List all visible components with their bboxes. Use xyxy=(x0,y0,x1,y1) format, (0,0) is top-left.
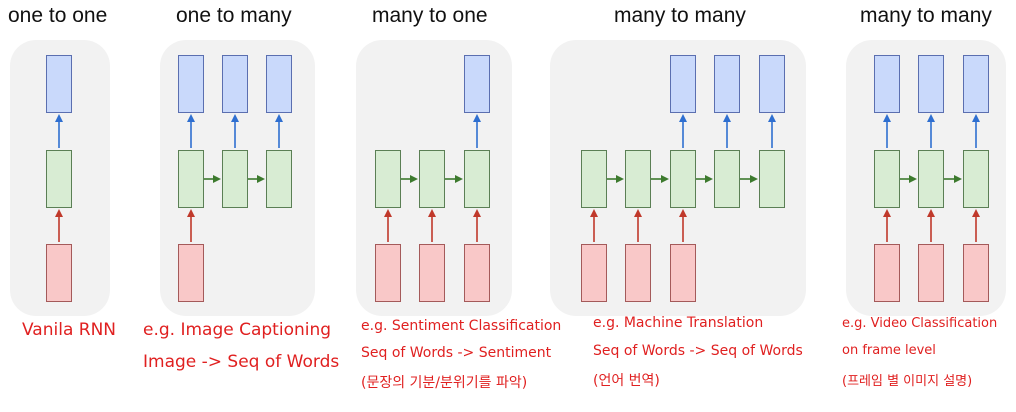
output-node xyxy=(874,55,900,113)
hidden-state-node xyxy=(714,150,740,208)
caption-many-to-one-line2: Seq of Words -> Sentiment xyxy=(361,345,552,361)
hidden-state-node xyxy=(178,150,204,208)
diagram-title-one-to-one: one to one xyxy=(8,4,108,27)
output-node xyxy=(759,55,785,113)
hidden-state-node xyxy=(963,150,989,208)
output-node xyxy=(222,55,248,113)
diagram-title-many-to-one: many to one xyxy=(372,4,488,27)
hidden-state-node xyxy=(464,150,490,208)
hidden-state-node xyxy=(222,150,248,208)
input-node xyxy=(874,244,900,302)
caption-one-to-one: Vanila RNN xyxy=(22,320,117,340)
output-node xyxy=(670,55,696,113)
input-node xyxy=(963,244,989,302)
hidden-state-node xyxy=(581,150,607,208)
caption-many-to-many-2-line1: e.g. Video Classification xyxy=(842,316,998,331)
hidden-state-node xyxy=(918,150,944,208)
input-node xyxy=(178,244,204,302)
diagram-title-many-to-many-1: many to many xyxy=(614,4,746,27)
output-node xyxy=(46,55,72,113)
caption-many-to-many-1-line2: Seq of Words -> Seq of Words xyxy=(593,343,803,359)
caption-many-to-one-line3: (문장의 기분/분위기를 파악) xyxy=(361,375,528,391)
input-node xyxy=(464,244,490,302)
hidden-state-node xyxy=(266,150,292,208)
hidden-state-node xyxy=(419,150,445,208)
output-node xyxy=(178,55,204,113)
hidden-state-node xyxy=(874,150,900,208)
input-node xyxy=(46,244,72,302)
hidden-state-node xyxy=(625,150,651,208)
input-node xyxy=(419,244,445,302)
input-node xyxy=(670,244,696,302)
caption-many-to-many-2-line2: on frame level xyxy=(842,343,936,358)
caption-many-to-one-line1: e.g. Sentiment Classification xyxy=(361,318,562,334)
output-node xyxy=(963,55,989,113)
output-node xyxy=(266,55,292,113)
diagram-title-one-to-many: one to many xyxy=(176,4,292,27)
input-node xyxy=(581,244,607,302)
input-node xyxy=(918,244,944,302)
diagram-title-many-to-many-2: many to many xyxy=(860,4,992,27)
hidden-state-node xyxy=(670,150,696,208)
hidden-state-node xyxy=(759,150,785,208)
caption-one-to-many-line1: e.g. Image Captioning xyxy=(143,320,332,340)
caption-many-to-many-1-line1: e.g. Machine Translation xyxy=(593,315,764,331)
input-node xyxy=(625,244,651,302)
caption-one-to-many-line2: Image -> Seq of Words xyxy=(143,352,340,372)
caption-many-to-many-2-line3: (프레임 별 이미지 설명) xyxy=(842,374,973,389)
input-node xyxy=(375,244,401,302)
output-node xyxy=(714,55,740,113)
hidden-state-node xyxy=(46,150,72,208)
output-node xyxy=(464,55,490,113)
output-node xyxy=(918,55,944,113)
caption-many-to-many-1-line3: (언어 번역) xyxy=(593,373,660,389)
hidden-state-node xyxy=(375,150,401,208)
